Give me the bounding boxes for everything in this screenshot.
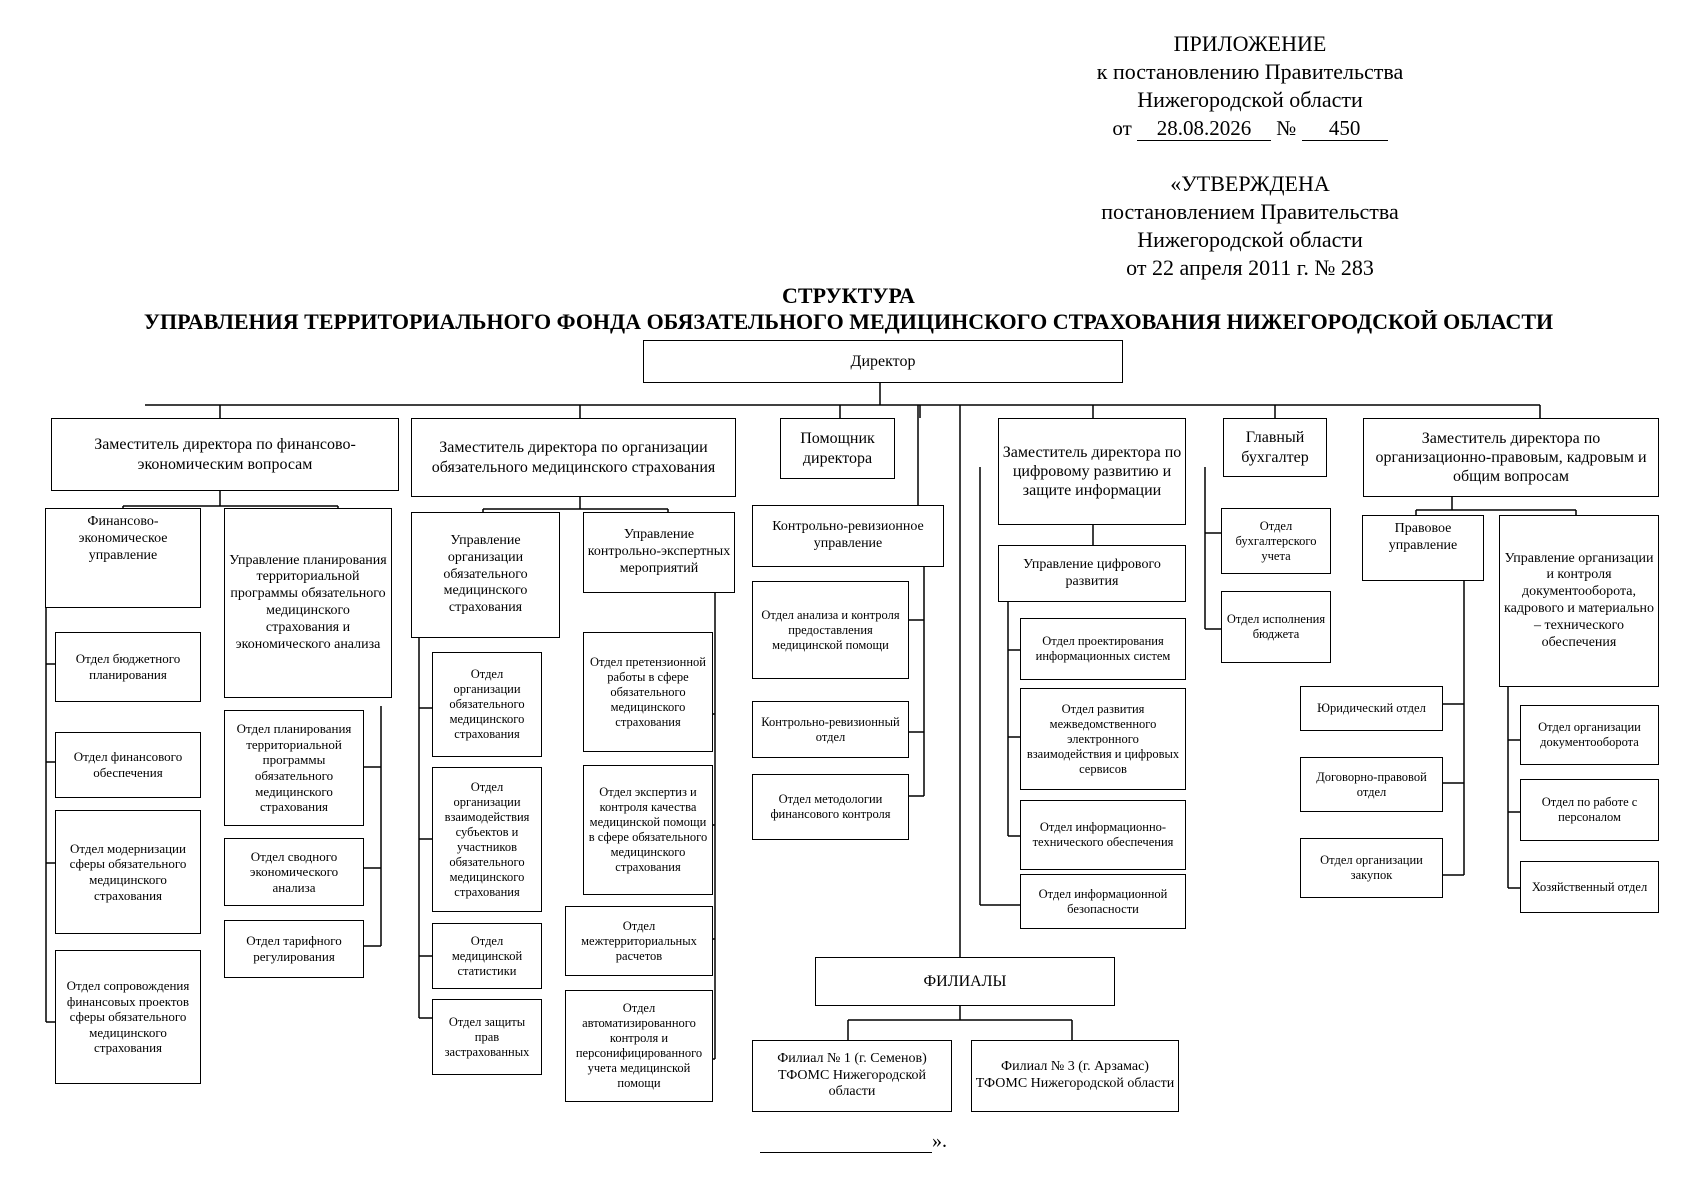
- oms-org-unit-box: Отдел защиты прав застрахованных: [432, 999, 542, 1075]
- branch-box: Филиал № 3 (г. Арзамас) ТФОМС Нижегородс…: [971, 1040, 1179, 1112]
- assistant-box: Помощник директора: [780, 418, 895, 479]
- accountant-unit-box: Отдел исполнения бюджета: [1221, 591, 1331, 663]
- chief-accountant-box: Главный бухгалтер: [1223, 418, 1327, 477]
- legal-unit-box: Отдел организации закупок: [1300, 838, 1443, 898]
- control-expert-unit-box: Отдел претензионной работы в сфере обяза…: [583, 632, 713, 752]
- fin-econ-dept-box: Финансово-экономическое управление: [45, 508, 201, 608]
- digital-unit-box: Отдел проектирования информационных сист…: [1020, 618, 1186, 680]
- fin-unit-box: Отдел модернизации сферы обязательного м…: [55, 810, 201, 934]
- number-label: №: [1276, 116, 1297, 140]
- region-line: Нижегородской области: [1137, 87, 1363, 112]
- fin-unit-box: Отдел бюджетного планирования: [55, 632, 201, 702]
- accountant-unit-box: Отдел бухгалтерского учета: [1221, 508, 1331, 574]
- audit-unit-box: Отдел методологии финансового контроля: [752, 774, 909, 840]
- audit-dept-box: Контрольно-ревизионное управление: [752, 505, 944, 567]
- oms-org-unit-box: Отдел организации обязательного медицинс…: [432, 652, 542, 757]
- deputy-legal-box: Заместитель директора по организационно-…: [1363, 418, 1659, 497]
- title-line-1: СТРУКТУРА: [782, 283, 915, 308]
- deputy-fin-box: Заместитель директора по финансово-эконо…: [51, 418, 399, 491]
- title-line-2: УПРАВЛЕНИЯ ТЕРРИТОРИАЛЬНОГО ФОНДА ОБЯЗАТ…: [143, 309, 1554, 334]
- digital-dept-box: Управление цифрового развития: [998, 545, 1186, 602]
- resolution-number: 450: [1301, 116, 1388, 141]
- legal-dept-box: Правовое управление: [1362, 515, 1484, 581]
- control-expert-unit-box: Отдел автоматизированного контроля и пер…: [565, 990, 713, 1102]
- planning-dept-box: Управление планирования территориальной …: [224, 508, 392, 698]
- deputy-digital-box: Заместитель директора по цифровому разви…: [998, 418, 1186, 525]
- from-label: от: [1112, 116, 1132, 140]
- legal-unit-box: Договорно-правовой отдел: [1300, 757, 1443, 812]
- resolution-date: 28.08.2026: [1137, 116, 1272, 141]
- closing-underline: [760, 1130, 932, 1153]
- legal-unit-box: Юридический отдел: [1300, 686, 1443, 731]
- control-expert-dept-box: Управление контрольно-экспертных меропри…: [583, 512, 735, 593]
- approved-by: постановлением Правительства: [1101, 199, 1399, 224]
- digital-unit-box: Отдел информационно-технического обеспеч…: [1020, 800, 1186, 870]
- audit-unit-box: Отдел анализа и контроля предоставления …: [752, 581, 909, 679]
- resolution-date-number: от 28.08.2026 № 450: [1030, 114, 1470, 142]
- branches-box: ФИЛИАЛЫ: [815, 957, 1115, 1006]
- closing-mark-line: ».: [760, 1130, 947, 1153]
- fin-unit-box: Отдел сопровождения финансовых проектов …: [55, 950, 201, 1084]
- appendix-header: ПРИЛОЖЕНИЕ к постановлению Правительства…: [1030, 30, 1470, 142]
- docflow-dept-box: Управление организации и контроля докуме…: [1499, 515, 1659, 687]
- digital-unit-box: Отдел развития межведомственного электро…: [1020, 688, 1186, 790]
- audit-unit-box: Контрольно-ревизионный отдел: [752, 701, 909, 758]
- approved-label: «УТВЕРЖДЕНА: [1170, 171, 1330, 196]
- approved-region: Нижегородской области: [1137, 227, 1363, 252]
- docflow-unit-box: Отдел организации документооборота: [1520, 705, 1659, 765]
- planning-unit-box: Отдел планирования территориальной прогр…: [224, 710, 364, 826]
- fin-unit-box: Отдел финансового обеспечения: [55, 732, 201, 798]
- planning-unit-box: Отдел сводного экономического анализа: [224, 838, 364, 906]
- closing-mark: ».: [932, 1130, 947, 1152]
- oms-org-unit-box: Отдел медицинской статистики: [432, 923, 542, 989]
- control-expert-unit-box: Отдел межтерриториальных расчетов: [565, 906, 713, 976]
- to-resolution-line: к постановлению Правительства: [1096, 59, 1404, 84]
- director-box: Директор: [643, 340, 1123, 383]
- docflow-unit-box: Отдел по работе с персоналом: [1520, 779, 1659, 841]
- control-expert-unit-box: Отдел экспертиз и контроля качества меди…: [583, 765, 713, 895]
- approved-date: от 22 апреля 2011 г. № 283: [1126, 255, 1374, 280]
- docflow-unit-box: Хозяйственный отдел: [1520, 861, 1659, 913]
- deputy-oms-box: Заместитель директора по организации обя…: [411, 418, 736, 497]
- branch-box: Филиал № 1 (г. Семенов) ТФОМС Нижегородс…: [752, 1040, 952, 1112]
- approval-stamp-text: «УТВЕРЖДЕНА постановлением Правительства…: [1030, 170, 1470, 282]
- digital-unit-box: Отдел информационной безопасности: [1020, 874, 1186, 929]
- planning-unit-box: Отдел тарифного регулирования: [224, 920, 364, 978]
- document-title: СТРУКТУРА УПРАВЛЕНИЯ ТЕРРИТОРИАЛЬНОГО ФО…: [0, 283, 1697, 335]
- oms-org-unit-box: Отдел организации взаимодействия субъект…: [432, 767, 542, 912]
- oms-org-dept-box: Управление организации обязательного мед…: [411, 512, 560, 638]
- appendix-label: ПРИЛОЖЕНИЕ: [1173, 31, 1327, 56]
